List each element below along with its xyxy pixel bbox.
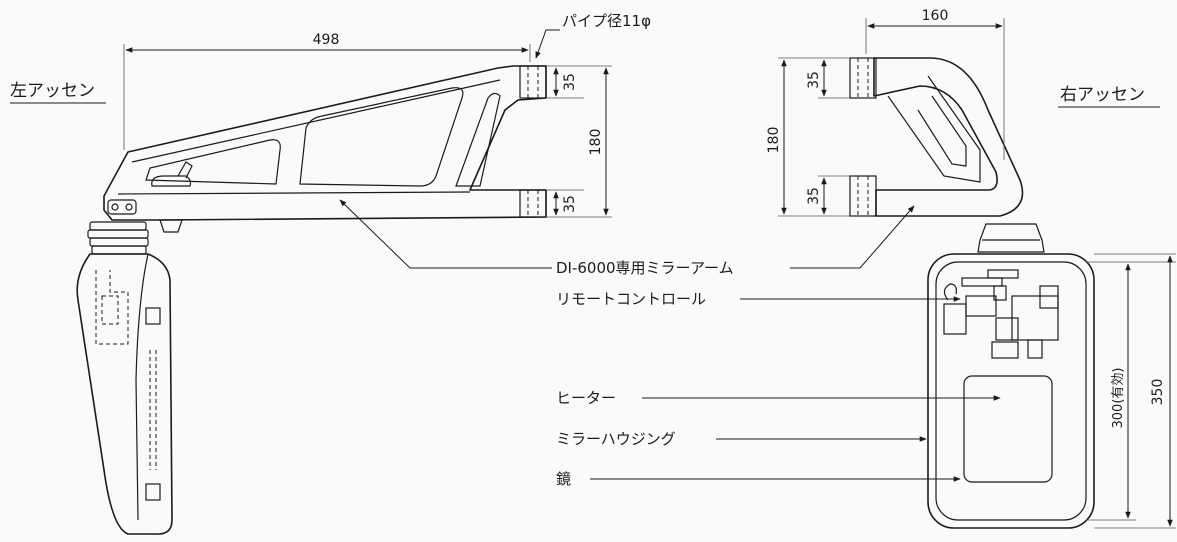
right-assembly: 160 35 180 35 — [766, 8, 1176, 529]
right-pipe-end-top — [849, 57, 877, 99]
hinge-block — [107, 199, 137, 215]
right-assembly-title: 右アッセン — [1060, 85, 1145, 105]
label-mirror: 鏡 — [556, 470, 571, 488]
dim-498: 498 — [313, 32, 340, 48]
callouts: DI-6000専用ミラーアーム リモートコントロール ヒーター ミラーハウジング… — [339, 199, 1001, 488]
right-mirror-arm — [873, 57, 1024, 217]
dim-left-180: 180 — [588, 129, 604, 156]
dim-300-effective: 300(有効) — [1111, 368, 1126, 429]
housing-window-top — [145, 307, 161, 325]
label-remote-control: リモートコントロール — [556, 290, 706, 308]
left-mirror-housing — [76, 253, 173, 535]
mirror-glass-edge — [935, 261, 1087, 521]
left-assembly: 498 パイプ径11φ 35 180 35 左アッセン — [10, 12, 651, 535]
dim-left-bottom-35: 35 — [562, 195, 578, 213]
left-mirror-arm — [103, 65, 547, 221]
pipe-diameter-label: パイプ径11φ — [562, 12, 651, 30]
right-pivot-joint — [977, 223, 1045, 253]
remote-control-unit — [943, 269, 1059, 359]
left-assembly-title: 左アッセン — [10, 81, 95, 101]
right-pipe-end-bottom — [849, 175, 877, 217]
dim-left-top-35: 35 — [562, 73, 578, 91]
arm-opening-2 — [299, 87, 464, 187]
dim-350: 350 — [1150, 379, 1166, 406]
dim-right-top-35: 35 — [806, 71, 822, 89]
dim-right-bottom-35: 35 — [806, 187, 822, 205]
label-mirror-arm: DI-6000専用ミラーアーム — [556, 259, 734, 277]
right-mirror-housing — [927, 253, 1095, 529]
dim-right-180: 180 — [766, 127, 782, 154]
pivot-joint — [87, 221, 149, 255]
housing-window-bottom — [145, 483, 161, 501]
arm-opening-3 — [455, 92, 501, 187]
arm-opening-1 — [145, 139, 281, 185]
label-mirror-housing: ミラーハウジング — [556, 430, 676, 448]
label-heater: ヒーター — [556, 389, 616, 407]
dim-160: 160 — [922, 8, 949, 24]
pipe-end-top — [519, 65, 547, 99]
heater-panel — [963, 375, 1053, 483]
pipe-end-bottom — [519, 189, 547, 218]
